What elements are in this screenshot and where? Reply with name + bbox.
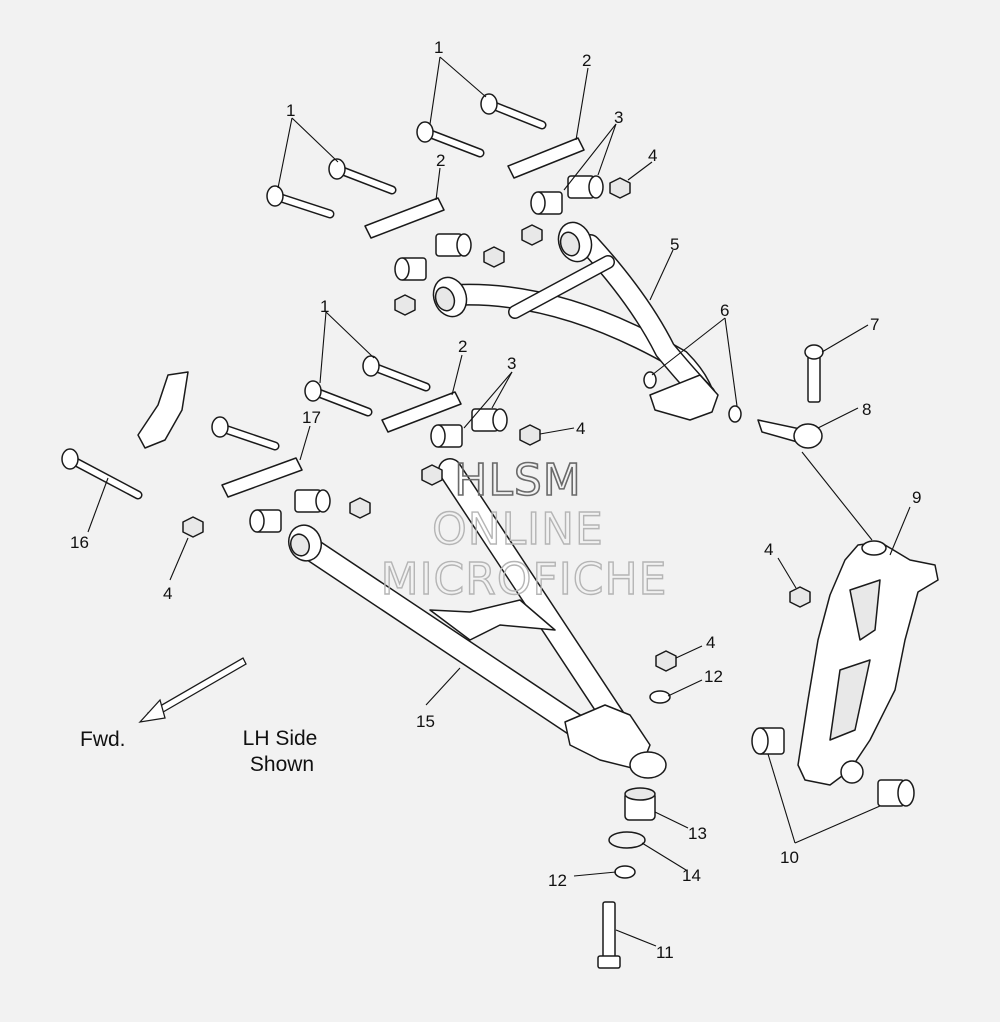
callout-4: 4 [576, 419, 585, 438]
watermark-line1: HLSM [454, 455, 582, 506]
bushing-l2 [471, 408, 508, 432]
callout-16: 16 [70, 533, 89, 552]
bolt-11[interactable] [597, 901, 621, 969]
knuckle-9[interactable] [797, 540, 939, 786]
bolt-upper-2 [328, 158, 397, 195]
bushing-l1 [430, 424, 463, 448]
watermark: HLSM ONLINE MICROFICHE [380, 454, 668, 606]
callout-12: 12 [548, 871, 567, 890]
lower-nuts[interactable] [182, 424, 811, 672]
side-label-line1: LH Side [243, 727, 318, 750]
bushings-10[interactable] [751, 727, 915, 807]
bushing-13[interactable] [624, 787, 656, 821]
bolt-lower-3 [362, 355, 431, 392]
callout-4: 4 [706, 633, 715, 652]
lower-plate[interactable] [381, 391, 462, 433]
bushing-u2 [435, 233, 472, 257]
ball-joint-8[interactable] [757, 419, 823, 449]
bushing-l4 [294, 489, 331, 513]
callout-6: 6 [720, 301, 729, 320]
washers-12[interactable] [614, 690, 671, 879]
bolt-lower-2 [304, 380, 373, 417]
callout-9: 9 [912, 488, 921, 507]
bushing-10a [751, 727, 785, 755]
bracket[interactable] [137, 371, 189, 449]
callout-labels: 1 1 1 2 2 2 3 3 4 4 4 4 4 5 6 7 8 9 10 1… [70, 38, 921, 962]
bolt-upper-3 [416, 121, 485, 158]
bushing-l3 [249, 509, 282, 533]
watermark-line2: ONLINE [432, 504, 604, 555]
bolt-7[interactable] [804, 344, 824, 403]
callout-8: 8 [862, 400, 871, 419]
retaining-ring-14[interactable] [608, 831, 646, 849]
callout-14: 14 [682, 866, 701, 885]
callout-11: 11 [656, 943, 674, 962]
callout-4: 4 [648, 146, 657, 165]
lower-bolts[interactable] [211, 355, 431, 451]
callout-10: 10 [780, 848, 799, 867]
callout-4: 4 [163, 584, 172, 603]
captions: Fwd. LH Side Shown [80, 727, 317, 776]
plate-17[interactable] [221, 457, 303, 498]
forward-label: Fwd. [80, 728, 126, 751]
callout-17: 17 [302, 408, 321, 427]
side-label-line2: Shown [250, 753, 314, 776]
upper-a-arm[interactable] [428, 218, 719, 421]
lower-bushings[interactable] [249, 408, 508, 533]
callout-2: 2 [436, 151, 445, 170]
callout-4: 4 [764, 540, 773, 559]
callout-7: 7 [870, 315, 879, 334]
bolt-upper-1 [266, 185, 335, 219]
bolt-lower-1 [211, 416, 280, 451]
callout-1: 1 [434, 38, 443, 57]
upper-plates[interactable] [364, 137, 585, 239]
callout-12: 12 [704, 667, 723, 686]
bolt-upper-4 [480, 93, 547, 130]
upper-nuts[interactable] [394, 177, 631, 316]
callout-1: 1 [286, 101, 295, 120]
callout-3: 3 [507, 354, 516, 373]
bushing-10b [877, 779, 915, 807]
upper-bushings[interactable] [394, 175, 604, 281]
washers-6[interactable] [643, 371, 742, 423]
leader-lines [87, 56, 911, 947]
callout-1: 1 [320, 297, 329, 316]
callout-5: 5 [670, 235, 679, 254]
callout-2: 2 [458, 337, 467, 356]
callout-13: 13 [688, 824, 707, 843]
lower-a-arm[interactable] [284, 458, 667, 779]
bushing-u1 [394, 257, 427, 281]
callout-3: 3 [614, 108, 623, 127]
forward-arrow-icon [138, 657, 247, 723]
callout-2: 2 [582, 51, 591, 70]
bushing-u4 [567, 175, 604, 199]
upper-bolts[interactable] [266, 93, 547, 219]
bushing-u3 [530, 191, 563, 215]
bolt-16[interactable] [61, 448, 143, 500]
watermark-line3: MICROFICHE [381, 554, 668, 605]
callout-15: 15 [416, 712, 435, 731]
